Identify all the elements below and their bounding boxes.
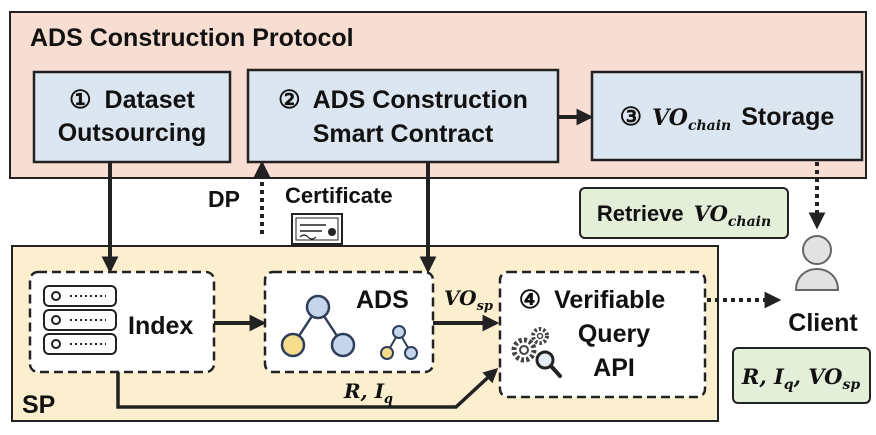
verifiable-query-api-box: ④ Verifiable Query API (498, 270, 707, 399)
client-user-icon (794, 235, 840, 291)
tree-icon-large (280, 294, 356, 358)
step-2-number: ② (278, 86, 300, 114)
step-3-label: Storage (741, 103, 834, 131)
step-1-label-line2: Outsourcing (58, 119, 207, 147)
r-iq-label: R, Iq (343, 379, 393, 407)
step-1-label-line1: Dataset (105, 86, 196, 114)
ads-label: ADS (356, 286, 409, 314)
client-result-box: R, Iq, VOsp (732, 347, 871, 404)
step-3-vo: VO (652, 105, 688, 131)
index-label: Index (128, 312, 193, 340)
step-2-label-line1: ADS Construction (313, 86, 528, 114)
arrow-index-to-query (116, 368, 499, 409)
dataset-outsourcing-box: ① Dataset Outsourcing (32, 70, 232, 164)
client-result-i: I (773, 364, 785, 389)
client-result-vo-sub: sp (842, 377, 860, 393)
vo-chain-storage-box: ③ VOchain Storage (590, 70, 864, 162)
retrieve-vo-chain-box: Retrieve VOchain (579, 187, 789, 239)
vo-sp-sub: sp (477, 299, 493, 314)
r-sep: , (360, 379, 375, 403)
gear-search-icon (511, 327, 562, 378)
step-3-vo-sub: chain (688, 118, 731, 134)
dp-label: DP (208, 186, 240, 212)
ads-smart-contract-box: ② ADS Construction Smart Contract (246, 68, 560, 164)
query-label-line3: API (593, 354, 635, 382)
svg-text:③ VOchain Storage: ③ VOchain Storage (620, 103, 835, 134)
svg-text:R, Iq, VOsp: R, Iq, VOsp (741, 364, 860, 393)
sp-label: SP (22, 391, 55, 419)
i-label: I (374, 379, 385, 403)
client-result-vo: VO (808, 364, 843, 389)
retrieve-vo-sub: chain (728, 214, 771, 230)
svg-text:④ Verifiable: ④ Verifiable (519, 286, 666, 314)
certificate-icon (291, 213, 343, 245)
client-result-sep-2: , (793, 364, 809, 389)
step-4-number: ④ (519, 286, 541, 314)
r-label: R (343, 379, 361, 403)
tree-icon-small (380, 325, 418, 360)
client-label: Client (788, 309, 858, 337)
client-result-r: R (741, 364, 759, 389)
vo-sp-vo: VO (444, 286, 477, 310)
i-sub: q (384, 392, 393, 407)
svg-text:② ADS Construction: ② ADS Construction (278, 86, 528, 114)
retrieve-vo: VO (694, 201, 729, 226)
query-label-line2: Query (578, 320, 650, 348)
vo-sp-label: VOsp (444, 286, 493, 314)
certificate-label: Certificate (285, 183, 393, 208)
client-result-sep-1: , (758, 364, 774, 389)
svg-text:Retrieve VOchain: Retrieve VOchain (597, 201, 771, 230)
step-3-number: ③ (620, 103, 642, 131)
retrieve-label: Retrieve (597, 201, 684, 226)
step-1-number: ① (69, 86, 91, 114)
ads-box: ADS (263, 270, 435, 374)
query-label-line1: Verifiable (554, 286, 665, 314)
protocol-title: ADS Construction Protocol (30, 24, 354, 52)
index-box: Index (28, 270, 216, 374)
step-2-label-line2: Smart Contract (313, 120, 494, 148)
client-result-i-sub: q (784, 377, 794, 393)
svg-text:① Dataset: ① Dataset (69, 86, 195, 114)
database-icon (43, 285, 117, 355)
